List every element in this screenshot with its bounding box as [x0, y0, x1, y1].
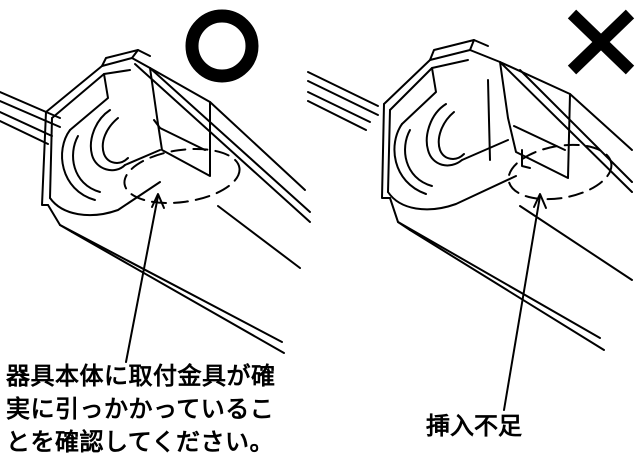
caption-ng: 挿入不足	[426, 410, 522, 443]
pointer-arrowhead-right	[533, 193, 547, 209]
caption-ok-line-3: とを確認してください。	[6, 428, 275, 456]
caption-ok-line-1: 器具本体に取付金具が確	[6, 362, 276, 390]
hook-highlight-ellipse-right	[507, 143, 613, 201]
rod-right	[307, 71, 379, 131]
bracket-right	[381, 39, 571, 211]
caption-ng-line-1: 挿入不足	[426, 412, 522, 440]
pointer-line-right	[503, 195, 541, 411]
bracket-left	[41, 49, 211, 217]
caption-ok-line-2: 実に引っかかっているこ	[6, 395, 275, 423]
cross-ng-mark	[567, 9, 635, 75]
panel-ng-illustration	[307, 39, 633, 411]
panel-ok-illustration	[0, 49, 311, 363]
hook-highlight-ellipse-left	[123, 148, 241, 204]
rod-left	[0, 91, 61, 145]
circle-ok-mark	[185, 9, 259, 83]
fixture-body-right	[389, 61, 633, 351]
fixture-body-left	[47, 63, 311, 354]
pointer-arrowhead-left	[151, 193, 165, 209]
pointer-line-left	[125, 195, 159, 363]
caption-ok: 器具本体に取付金具が確 実に引っかかっているこ とを確認してください。	[6, 360, 276, 459]
